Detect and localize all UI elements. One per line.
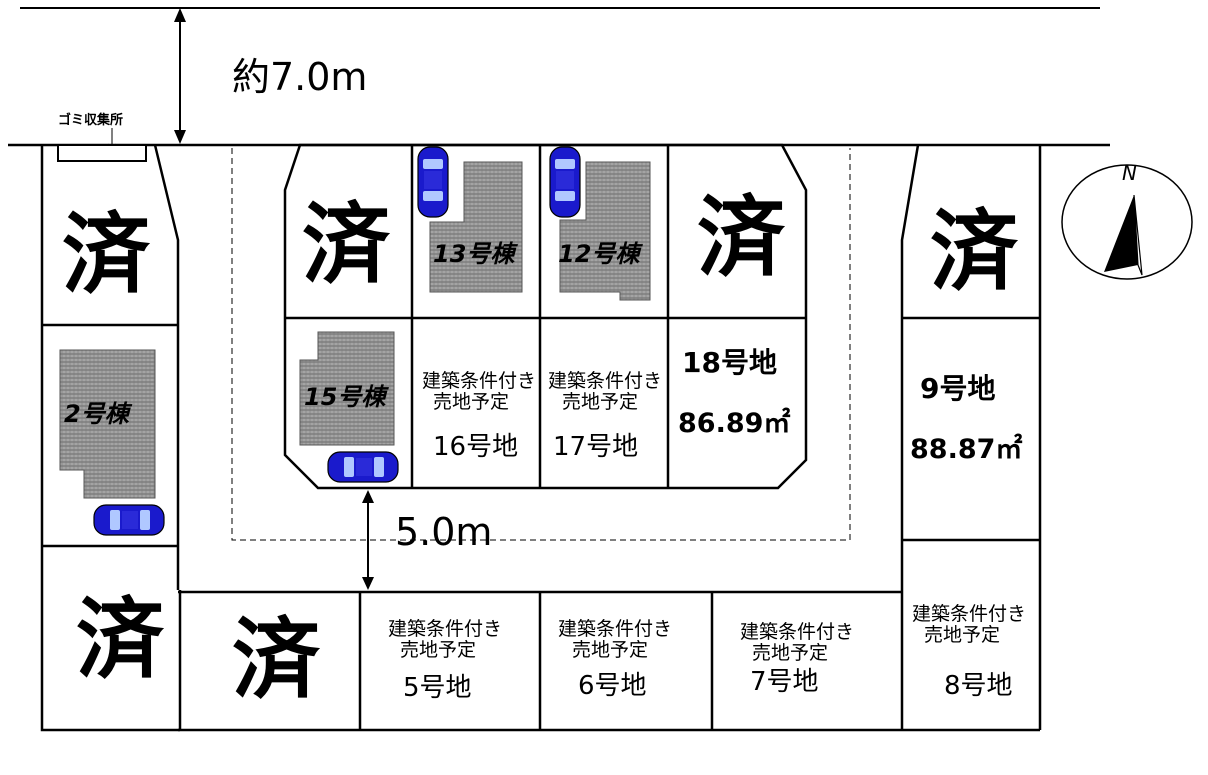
lot-9-name: 9号地 <box>920 372 995 405</box>
sold-mark: 済 <box>697 186 786 289</box>
house-12-label: 12号棟 <box>558 240 643 268</box>
north-label: N <box>1122 161 1137 185</box>
lot-17-status: 売地予定 <box>562 391 638 413</box>
road-width-dimension <box>174 8 186 144</box>
building-15 <box>299 331 395 446</box>
car-icon <box>417 146 449 218</box>
left-lots <box>40 144 182 732</box>
house-2-label: 2号棟 <box>64 400 133 428</box>
car-icon <box>93 504 165 536</box>
lot-8-status: 売地予定 <box>924 624 1000 646</box>
lot-17-name: 17号地 <box>553 432 638 462</box>
road-width-label: 約7.0m <box>232 55 367 99</box>
lot-6-condition: 建築条件付き <box>558 618 672 640</box>
dashed-boundary <box>231 148 851 541</box>
sold-mark: 済 <box>76 588 165 691</box>
building-13 <box>429 161 523 293</box>
lot-5-name: 5号地 <box>403 673 472 703</box>
lot-6-name: 6号地 <box>578 671 647 701</box>
garbage-label: ゴミ収集所 <box>58 112 123 128</box>
sold-mark: 済 <box>930 200 1019 303</box>
bottom-lots <box>178 590 1040 732</box>
north-compass <box>1061 164 1193 280</box>
lot-16-name: 16号地 <box>433 432 518 462</box>
lot-7-status: 売地予定 <box>752 642 828 664</box>
lot-7-name: 7号地 <box>750 667 819 697</box>
lot-5-condition: 建築条件付き <box>388 618 502 640</box>
garbage-station <box>57 144 147 162</box>
lot-8-condition: 建築条件付き <box>912 603 1026 625</box>
sold-mark: 済 <box>302 193 391 296</box>
house-13-label: 13号棟 <box>433 240 518 268</box>
inner-road-label: 5.0m <box>395 510 492 554</box>
right-lots <box>900 144 1042 730</box>
lot-18-area: 86.89㎡ <box>678 407 790 439</box>
lot-7-condition: 建築条件付き <box>740 621 854 643</box>
road-edges <box>8 7 1110 147</box>
inner-road-dimension <box>362 490 374 590</box>
building-12 <box>559 161 651 301</box>
lot-9-area: 88.87㎡ <box>910 433 1022 465</box>
sold-mark: 済 <box>232 608 321 711</box>
lot-16-condition: 建築条件付き <box>422 370 536 392</box>
sold-mark: 済 <box>62 203 151 306</box>
lot-18-name: 18号地 <box>682 346 777 379</box>
lot-16-status: 売地予定 <box>433 391 509 413</box>
buildings <box>59 161 651 499</box>
lot-8-name: 8号地 <box>944 671 1013 701</box>
lot-5-status: 売地予定 <box>400 639 476 661</box>
car-icon <box>327 451 399 483</box>
car-icon <box>549 146 581 218</box>
lot-6-status: 売地予定 <box>572 639 648 661</box>
building-2 <box>59 349 156 499</box>
lot-17-condition: 建築条件付き <box>548 370 662 392</box>
house-15-label: 15号棟 <box>304 383 389 411</box>
center-block <box>283 143 808 490</box>
